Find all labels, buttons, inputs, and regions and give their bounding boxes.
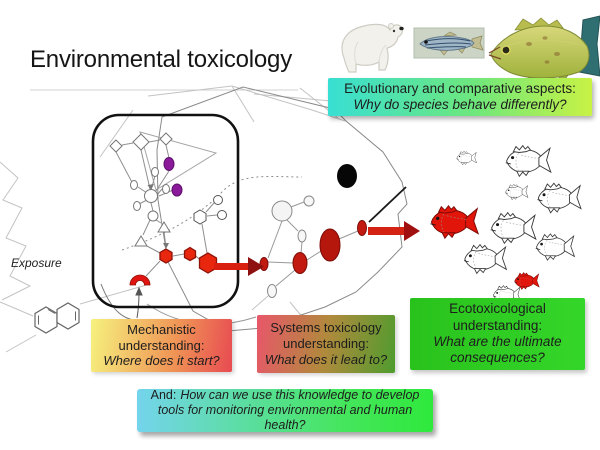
systems-toxicology-box: Systems toxicology understanding: What d…: [257, 315, 395, 373]
network-white-nodes: [109, 132, 227, 247]
up-arrow-to-arc: [135, 286, 143, 319]
page-title: Environmental toxicology: [30, 46, 293, 73]
ecotoxicological-box-line1: Ecotoxicological understanding:: [449, 301, 546, 333]
mechanistic-box-line1: Mechanistic understanding:: [118, 321, 205, 353]
cod-photo: [488, 15, 600, 87]
naphthalene-structure: [34, 302, 80, 334]
knowledge-tools-text: And:How can we use this knowledge to dev…: [137, 388, 433, 434]
white-fish: [535, 233, 575, 261]
red-arrow-mechanism-to-organism: [214, 257, 264, 276]
evolutionary-box-line2: Why do species behave differently?: [353, 97, 567, 112]
dotted-boundary-curve: [121, 175, 303, 251]
and-prefix: And:: [150, 387, 177, 402]
white-fish: [537, 182, 582, 214]
network-purple-nodes: [163, 157, 183, 197]
ecotoxicological-understanding-box: Ecotoxicological understanding: What are…: [410, 298, 585, 370]
and-italic-text: How can we use this knowledge to develop…: [157, 387, 420, 433]
mechanism-frame: [91, 113, 240, 309]
evolutionary-aspects-box: Evolutionary and comparative aspects: Wh…: [328, 78, 592, 116]
fish-eye: [337, 164, 357, 188]
zebrafish-photo: [413, 27, 485, 59]
ecotoxicological-box-line2: What are the ultimate consequences?: [433, 334, 562, 366]
exposure-label: Exposure: [11, 256, 62, 270]
red-fish-large: [430, 205, 479, 239]
systems-box-line2: What does it lead to?: [264, 351, 388, 367]
red-arrow-organism-to-population: [368, 221, 420, 241]
white-fish: [505, 145, 552, 177]
evolutionary-box-line1: Evolutionary and comparative aspects:: [344, 80, 576, 96]
polar-bear-photo: [341, 23, 404, 73]
white-fish: [463, 244, 507, 274]
white-fish: [490, 212, 537, 244]
fish-school: [430, 145, 582, 305]
knowledge-tools-box: And:How can we use this knowledge to dev…: [137, 388, 433, 434]
mechanistic-box-line2: Where does it start?: [103, 353, 220, 369]
red-arc-node: [129, 274, 151, 286]
network-edges: [115, 131, 218, 277]
network-red-hexagons: [159, 246, 218, 274]
systems-box-line1: Systems toxicology understanding:: [270, 320, 382, 352]
red-fish-small: [513, 272, 540, 290]
molecular-network: [109, 131, 227, 319]
small-arrowheads: [147, 184, 169, 249]
white-fish: [456, 150, 477, 166]
white-fish: [505, 184, 529, 200]
mechanistic-understanding-box: Mechanistic understanding: Where does it…: [91, 319, 232, 372]
organ-chain: [259, 195, 367, 298]
fish-mouth-line: [368, 186, 407, 223]
